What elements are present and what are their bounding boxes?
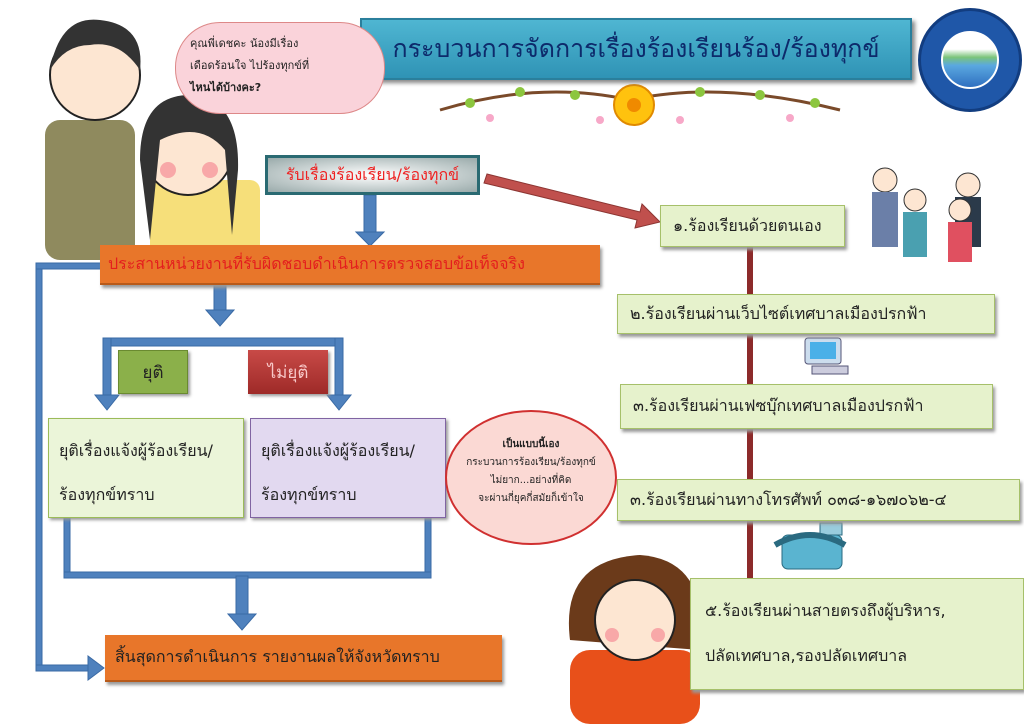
result-right-box: ยุติเรื่องแจ้งผู้ร้องเรียน/ ร้องทุกข์ทรา… <box>250 418 446 518</box>
municipality-logo <box>918 8 1022 112</box>
channel-website: ๒.ร้องเรียนผ่านเว็บไซต์เทศบาลเมืองปรกฟ้า <box>617 294 995 334</box>
stop-label-box: ยุติ <box>118 350 188 394</box>
arrow-to-channels <box>483 173 661 229</box>
channel-facebook: ๓.ร้องเรียนผ่านเฟซบุ๊กเทศบาลเมืองปรกฟ้า <box>620 384 993 429</box>
speech-line: เป็นแบบนี้เอง <box>502 439 560 450</box>
page-title: กระบวนการจัดการเรื่องร้องเรียนร้อง/ร้องท… <box>360 18 912 80</box>
couple-illustration <box>45 19 260 260</box>
result-line: ยุติเรื่องแจ้งผู้ร้องเรียน/ <box>59 441 213 460</box>
speech-line: ไหนได้บ้างคะ? <box>190 81 262 94</box>
speech-line: กระบวนการร้องเรียน/ร้องทุกข์ <box>466 457 596 468</box>
woman-illustration <box>568 555 702 724</box>
speech-line: เดือดร้อนใจ ไปร้องทุกข์ที่ <box>190 59 310 72</box>
arrow-coordinate-down <box>204 309 236 327</box>
arrow-receive-to-coordinate <box>363 194 377 236</box>
speech-cloud-question: คุณพี่เดชคะ น้องมีเรื่อง เดือดร้อนใจ ไปร… <box>175 22 385 114</box>
channel-line: ปลัดเทศบาล,รองปลัดเทศบาล <box>705 646 908 665</box>
result-line: ยุติเรื่องแจ้งผู้ร้องเรียน/ <box>261 441 415 460</box>
end-process-box: สิ้นสุดการดำเนินการ รายงานผลให้จังหวัดทร… <box>105 635 502 682</box>
channel-executives: ๕.ร้องเรียนผ่านสายตรงถึงผู้บริหาร, ปลัดเ… <box>690 578 1024 690</box>
people-group-illustration <box>872 167 981 262</box>
speech-line: คุณพี่เดชคะ น้องมีเรื่อง <box>190 37 299 50</box>
arrow-bypass-to-end <box>87 655 105 681</box>
coordinate-agency-box: ประสานหน่วยงานที่รับผิดชอบดำเนินการตรวจส… <box>100 245 600 285</box>
channel-line: ๕.ร้องเรียนผ่านสายตรงถึงผู้บริหาร, <box>705 601 946 620</box>
speech-bubble-answer: เป็นแบบนี้เอง กระบวนการร้องเรียน/ร้องทุก… <box>445 410 617 545</box>
receive-complaint-box: รับเรื่องร้องเรียน/ร้องทุกข์ <box>265 155 480 195</box>
telephone-illustration <box>773 522 847 570</box>
speech-line: จะผ่านกี่ยุคกี่สมัยก็เข้าใจ <box>478 493 584 504</box>
channel-telephone: ๓.ร้องเรียนผ่านทางโทรศัพท์ ๐๓๘-๑๖๗๐๖๒-๔ <box>617 479 1020 521</box>
arrow-to-right-result <box>325 394 353 411</box>
speech-line: ไม่ยาก...อย่างที่คิด <box>490 475 572 486</box>
channel-in-person: ๑.ร้องเรียนด้วยตนเอง <box>660 205 845 247</box>
result-left-box: ยุติเรื่องแจ้งผู้ร้องเรียน/ ร้องทุกข์ทรา… <box>48 418 244 518</box>
arrow-to-end <box>226 613 258 631</box>
arrow-to-left-result <box>93 394 121 411</box>
result-line: ร้องทุกข์ทราบ <box>59 485 155 504</box>
flower-garland-decoration <box>439 84 841 126</box>
result-line: ร้องทุกข์ทราบ <box>261 485 357 504</box>
not-stop-label-box: ไม่ยุติ <box>248 350 328 394</box>
computer-illustration <box>804 337 849 375</box>
